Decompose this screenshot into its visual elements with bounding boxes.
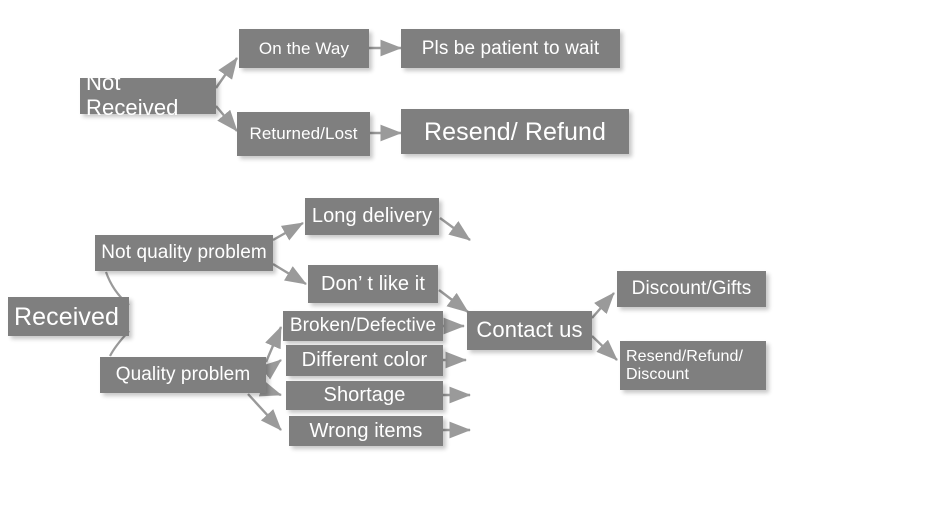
edge-quality-problem-to-wrong-items [247,393,282,431]
edge-quality-problem-to-broken-defective [264,326,283,363]
node-received-label: Received [14,302,120,331]
node-different-color-label: Different color [301,349,428,372]
node-long-delivery[interactable]: Long delivery [305,198,439,235]
edge-not-quality-problem-to-long-delivery [272,221,304,242]
node-not-received[interactable]: Not Received [80,70,216,120]
edge-not-received-to-on-the-way [215,57,238,89]
node-on-the-way-label: On the Way [258,38,350,58]
node-wrong-items-label: Wrong items [309,419,423,442]
node-quality-problem[interactable]: Quality problem [100,357,266,393]
node-returned-lost[interactable]: Returned/Lost [237,112,370,156]
edge-quality-problem-to-different-color [259,359,282,380]
edge-contact-us-to-discount-gifts [591,292,615,319]
node-dont-like-it-label: Don’ t like it [320,272,426,295]
edge-not-quality-problem-to-dont-like-it [272,262,307,286]
node-pls-be-patient-to-wait-label: Pls be patient to wait [421,37,600,59]
node-contact-us-label: Contact us [476,317,583,343]
node-on-the-way[interactable]: On the Way [239,29,369,68]
node-broken-defective-label: Broken/Defective [289,315,437,337]
node-resend-refund-discount-label: Resend/Refund/ Discount [626,347,744,383]
node-shortage[interactable]: Shortage [286,381,443,410]
node-resend-refund-discount[interactable]: Resend/Refund/ Discount [620,341,766,390]
node-not-quality-problem-label: Not quality problem [101,242,267,264]
node-dont-like-it[interactable]: Don’ t like it [308,265,438,303]
edge-long-delivery-to-contact-us [439,217,471,241]
node-received[interactable]: Received [8,297,129,336]
node-resend-refund-label: Resend/ Refund [423,117,607,146]
edge-dont-like-it-to-contact-us [438,289,469,313]
node-wrong-items[interactable]: Wrong items [289,416,443,446]
node-not-received-label: Not Received [86,70,179,120]
edge-contact-us-to-resend-refund-discount [591,335,618,361]
node-resend-refund[interactable]: Resend/ Refund [401,109,629,154]
node-long-delivery-label: Long delivery [311,205,433,228]
edge-quality-problem-to-shortage [258,380,282,397]
node-different-color[interactable]: Different color [286,345,443,376]
node-shortage-label: Shortage [323,384,406,407]
edge-not-received-to-returned-lost [215,105,238,132]
node-not-quality-problem[interactable]: Not quality problem [95,235,273,271]
node-discount-gifts-label: Discount/Gifts [631,278,752,300]
node-quality-problem-label: Quality problem [115,364,251,386]
node-discount-gifts[interactable]: Discount/Gifts [617,271,766,307]
node-broken-defective[interactable]: Broken/Defective [283,311,443,341]
node-returned-lost-label: Returned/Lost [249,124,358,144]
node-contact-us[interactable]: Contact us [467,311,592,350]
node-pls-be-patient-to-wait[interactable]: Pls be patient to wait [401,29,620,68]
